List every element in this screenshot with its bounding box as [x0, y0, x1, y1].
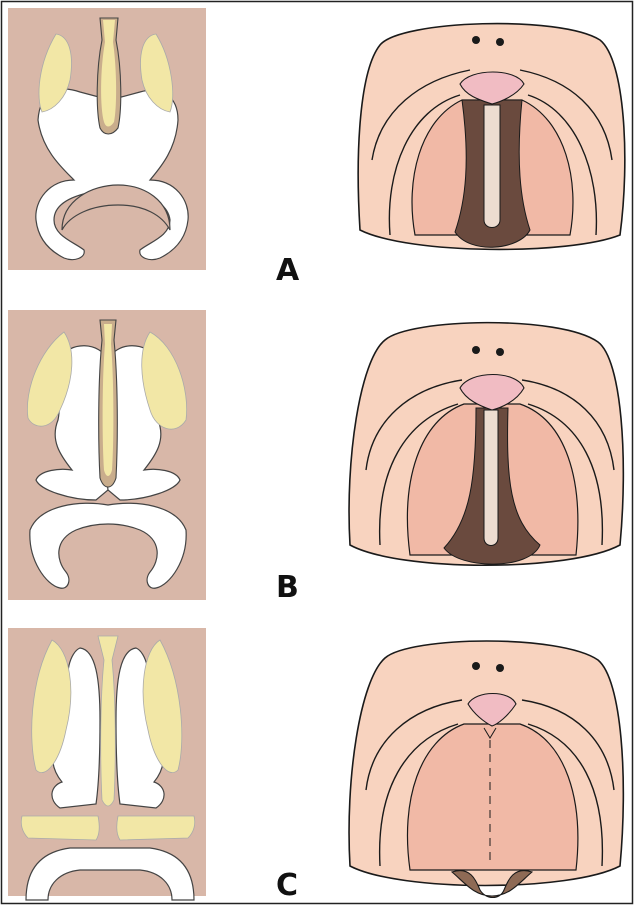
palate-band-right [117, 816, 195, 840]
right-nostril [496, 664, 504, 672]
septum-strip [484, 105, 500, 228]
left-nostril [472, 662, 480, 670]
stage-a-group: A [8, 8, 625, 288]
left-nostril [472, 36, 480, 44]
palate-view-a [358, 24, 625, 250]
label-b: B [276, 570, 299, 605]
stage-b-group: B [8, 310, 623, 605]
palate-view-c [349, 641, 623, 898]
palate-band-left [21, 816, 99, 840]
cross-section-a [8, 8, 206, 270]
right-nostril [496, 348, 504, 356]
cross-section-c [8, 628, 206, 900]
septum-strip [484, 410, 498, 546]
cross-section-b [8, 310, 206, 600]
label-a: A [276, 253, 300, 288]
stage-c-group: C [8, 628, 623, 903]
palate-view-b [349, 323, 623, 566]
left-nostril [472, 346, 480, 354]
label-c: C [276, 868, 298, 903]
right-nostril [496, 38, 504, 46]
